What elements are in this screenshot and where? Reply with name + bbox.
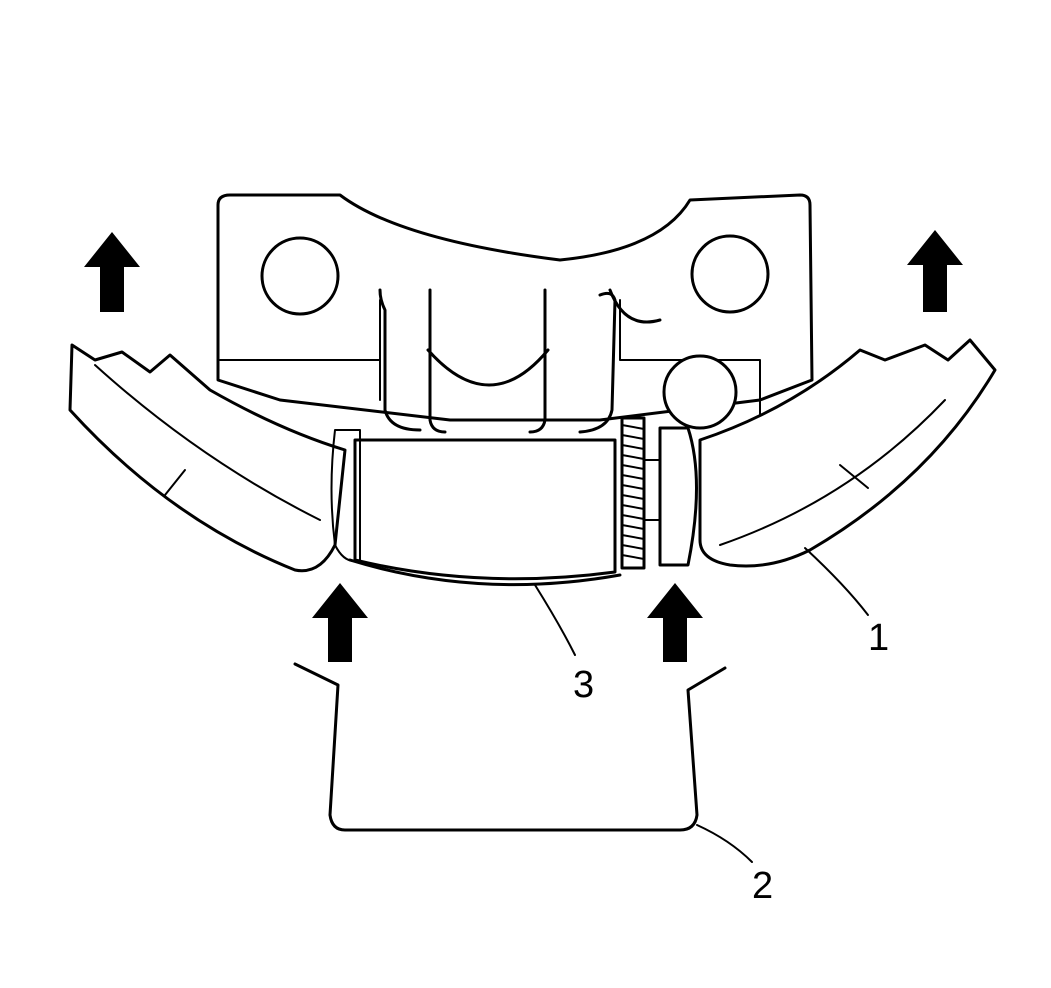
up-arrows — [84, 230, 963, 662]
chain-guide-left — [68, 343, 347, 573]
ball-detent — [662, 354, 738, 430]
up-arrow-icon — [84, 232, 140, 312]
tensioner-spring — [620, 416, 698, 570]
callout-label-1: 1 — [868, 617, 889, 659]
inner-cylinder — [378, 288, 662, 434]
bracket-tool — [293, 662, 727, 832]
tensioner-shoe — [330, 429, 622, 587]
leader-line-2 — [696, 824, 753, 863]
callout-label-3: 3 — [573, 664, 594, 706]
leader-line-3 — [534, 584, 576, 656]
up-arrow-icon — [647, 583, 703, 662]
bolt-hole-right — [690, 234, 770, 314]
bolt-hole-left — [260, 236, 340, 316]
chain-guide-right — [698, 338, 997, 568]
leader-line-1 — [804, 547, 869, 616]
up-arrow-icon — [312, 583, 368, 662]
up-arrow-icon — [907, 230, 963, 312]
callout-label-2: 2 — [752, 865, 773, 907]
